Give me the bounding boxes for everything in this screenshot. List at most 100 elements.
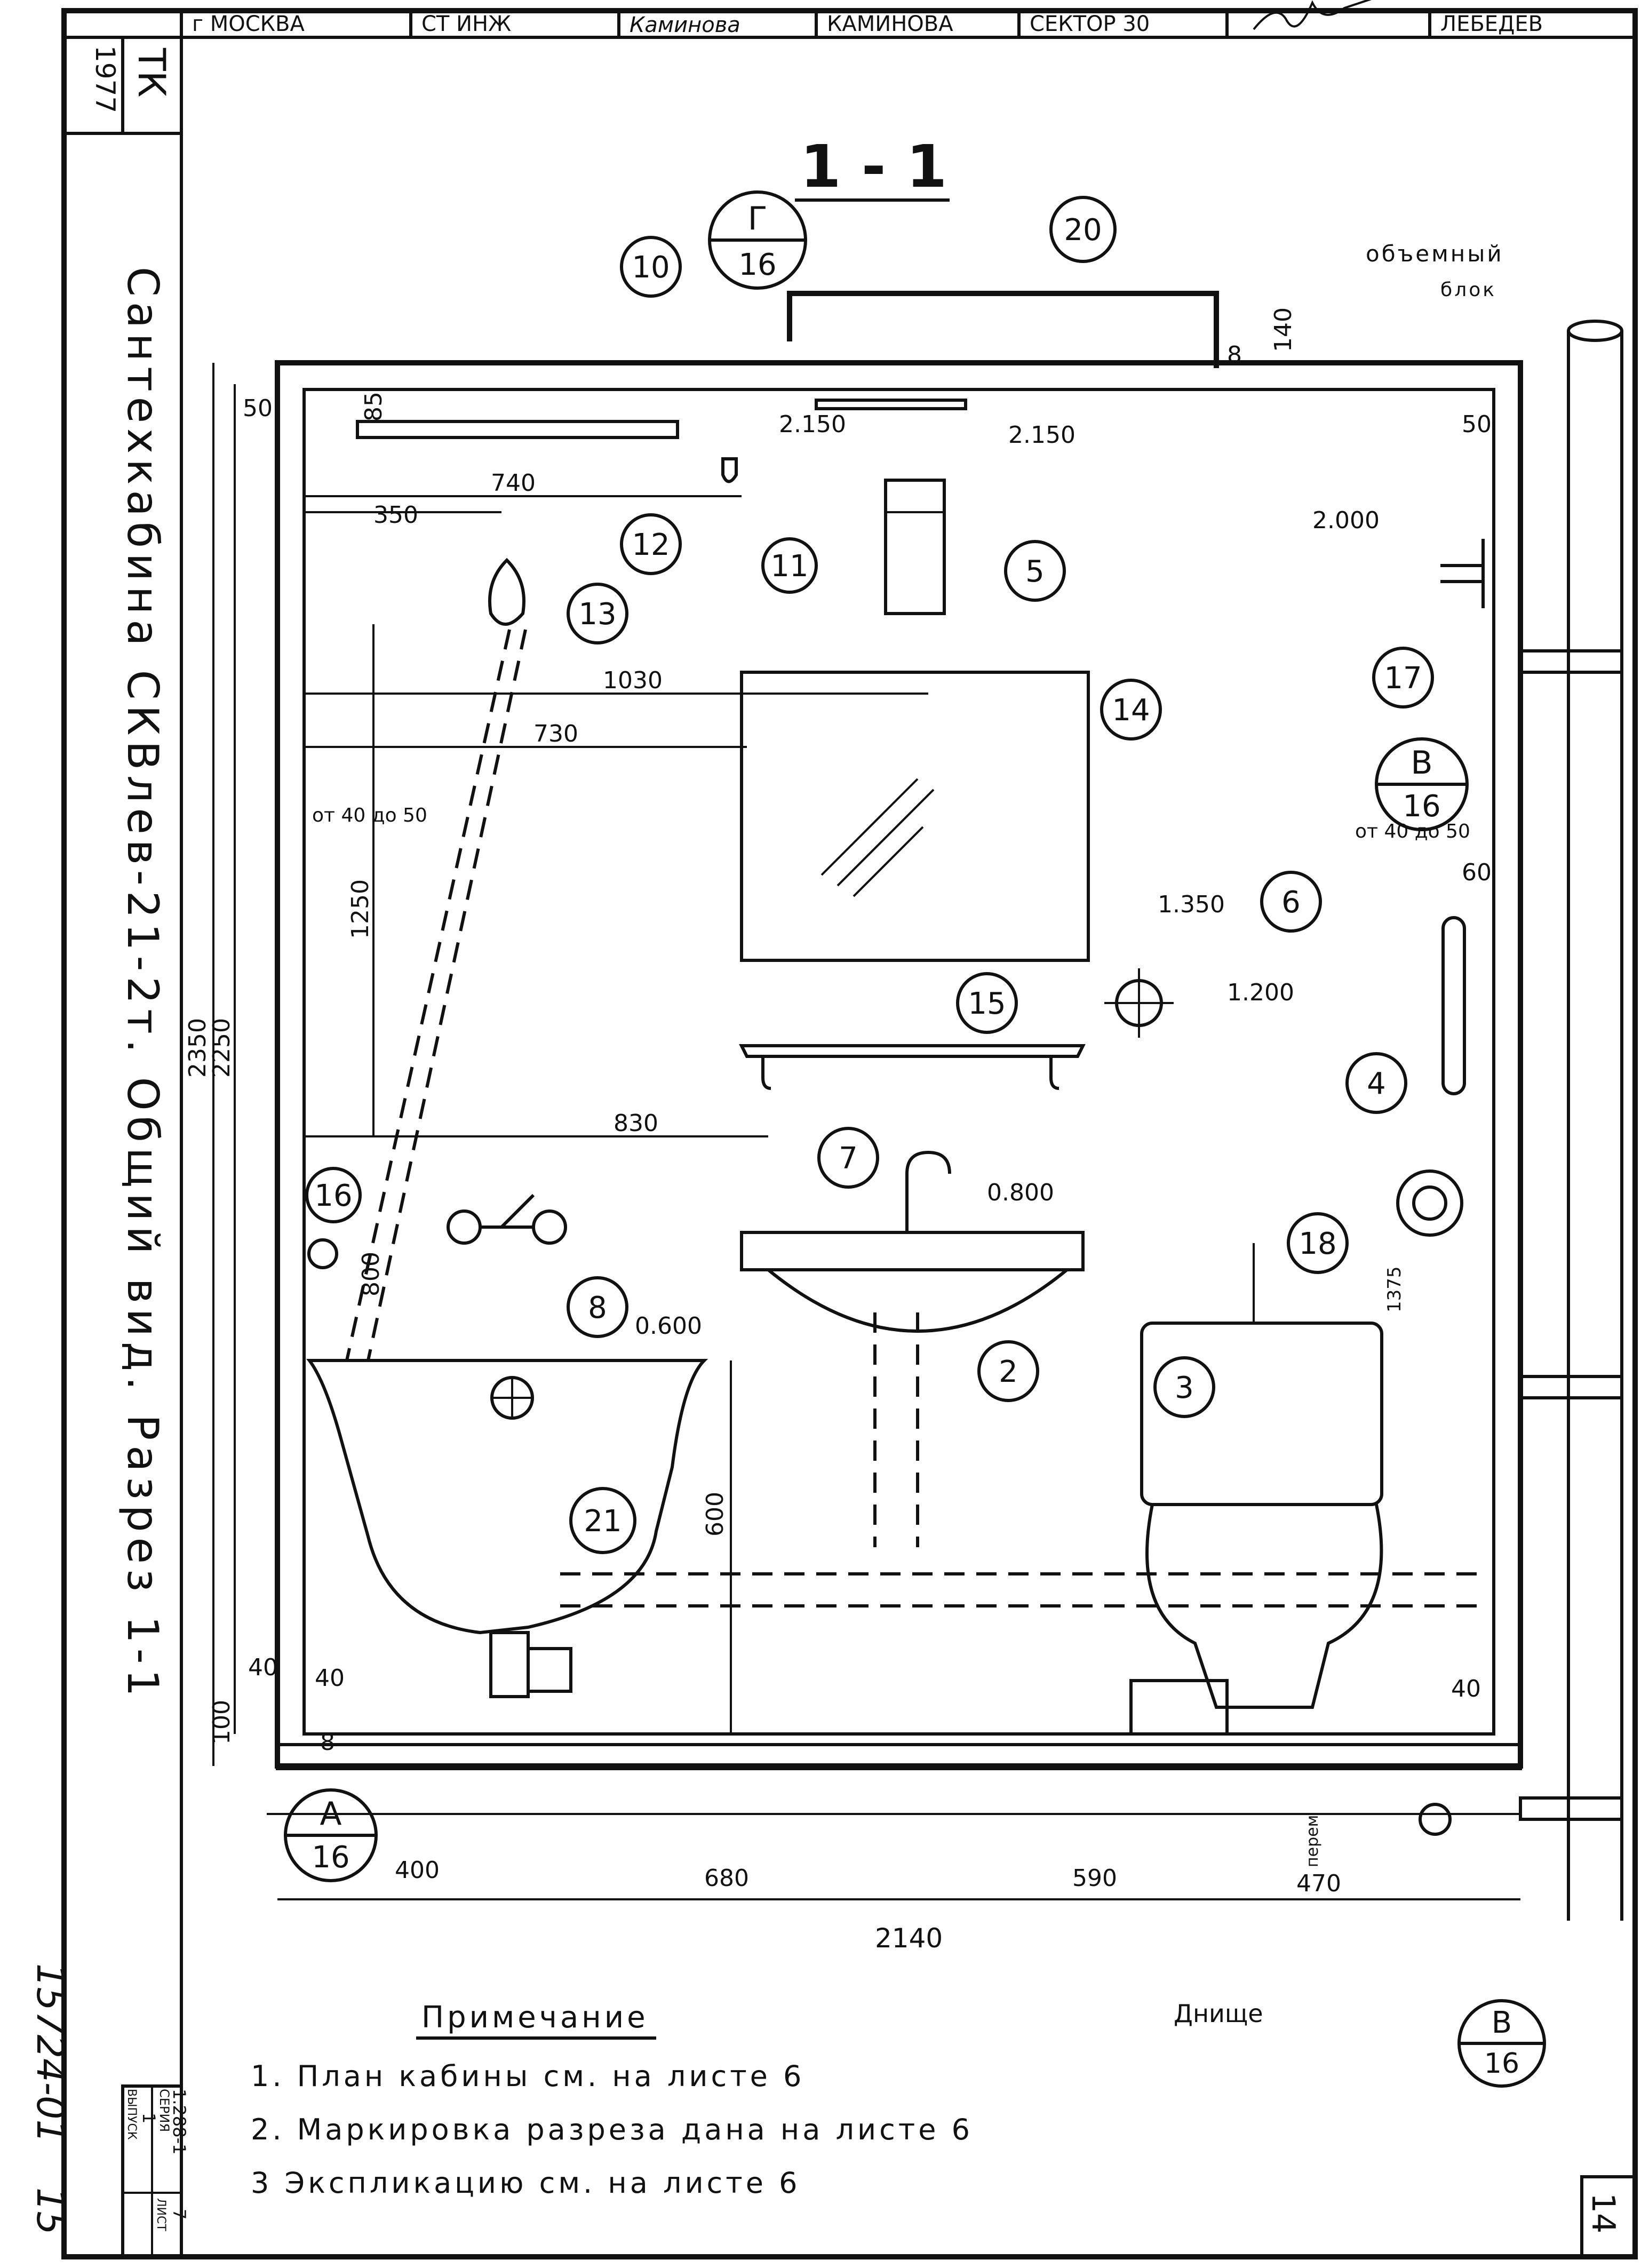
dim-600: 600 xyxy=(702,1492,729,1537)
left-strip: 1977 ТК Сантехкабина СКВлев-21-2т. Общий… xyxy=(28,37,189,2258)
dim-60: 60 xyxy=(1462,859,1492,886)
callout-3: 3 xyxy=(1175,1371,1194,1405)
dim-8-top: 8 xyxy=(1227,341,1242,369)
note-2: 2. Маркировка разреза дана на листе 6 xyxy=(251,2113,973,2146)
dim-2140: 2140 xyxy=(875,1923,943,1954)
note-3: 3 Экспликацию см. на листе 6 xyxy=(251,2166,800,2200)
pipe-clamp-1 xyxy=(1519,649,1623,674)
dim-740: 740 xyxy=(491,469,536,497)
drain-pipes xyxy=(560,1572,1483,1608)
archive-number: 15724-01 xyxy=(28,1963,72,2143)
side-title: Сантехкабина СКВлев-21-2т. Общий вид. Ра… xyxy=(118,267,168,1702)
dim-1375: 1375 xyxy=(1384,1266,1405,1312)
callout-7: 8 xyxy=(588,1291,607,1325)
dim-1250: 1250 xyxy=(347,879,374,939)
medicine-cabinet-5 xyxy=(884,479,946,615)
outer-wall xyxy=(275,360,1523,1769)
dim-140: 140 xyxy=(1270,307,1297,352)
title-city: г МОСКВА xyxy=(192,12,305,36)
floor-slab xyxy=(276,1743,1522,1770)
callout-21: 21 xyxy=(584,1504,622,1539)
label-bottom: Днище xyxy=(1174,1999,1263,2028)
shower-holder-16 xyxy=(307,1238,338,1269)
sheet-frame xyxy=(61,8,1638,2259)
series-value: 1.288-1 xyxy=(169,2089,189,2155)
note-1: 1. План кабины см. на листе 6 xyxy=(251,2059,804,2093)
org-label: ТК xyxy=(130,47,173,97)
dim-680: 680 xyxy=(704,1865,749,1892)
mark-2150-a: 2.150 xyxy=(779,411,846,438)
dim-2250: 2250 xyxy=(208,1018,235,1078)
dim-470: 470 xyxy=(1296,1870,1341,1897)
washbasin-2 xyxy=(740,1150,1085,1547)
callout-6: 6 xyxy=(1281,885,1301,920)
glass-shelf-15 xyxy=(739,1044,1086,1058)
ceiling-detail-10 xyxy=(815,399,967,410)
issue-value: 1 xyxy=(139,2113,159,2123)
mirror-14 xyxy=(740,671,1090,962)
title-block-top: г МОСКВА СТ ИНЖ Каминова КАМИНОВА СЕКТОР… xyxy=(192,0,1543,37)
section-title: 1 - 1 xyxy=(800,132,947,201)
dim-2350: 2350 xyxy=(184,1018,211,1078)
label-perem: перем xyxy=(1303,1815,1322,1867)
callout-12: 12 xyxy=(632,528,670,562)
ref-v2-letter: В xyxy=(1492,2006,1512,2040)
section-refs: Г 16 В 16 А 16 В 16 xyxy=(284,190,1546,2088)
dim-590: 590 xyxy=(1072,1865,1117,1892)
dim-40-left: 40 xyxy=(248,1654,278,1681)
grab-bar-4 xyxy=(1441,916,1466,1095)
mark-1200: 1.200 xyxy=(1227,979,1294,1006)
mirror-glare xyxy=(820,778,935,897)
riser-pipe xyxy=(1519,320,1623,1921)
dim-40-right: 40 xyxy=(1451,1675,1481,1702)
title-role: СТ ИНЖ xyxy=(421,12,511,36)
bath-mixer-7 xyxy=(447,1193,567,1245)
hook-11 xyxy=(721,457,738,483)
callout-8: 7 xyxy=(839,1141,858,1176)
callout-20: 20 xyxy=(1064,213,1102,248)
chief-signature-scribble xyxy=(1253,0,1372,30)
callouts: 10 20 12 11 5 13 17 14 6 15 4 7 16 18 8 … xyxy=(305,196,1434,1554)
toilet-cistern xyxy=(1140,1322,1383,1506)
callout-4: 4 xyxy=(1367,1067,1386,1101)
callout-2: 2 xyxy=(999,1355,1018,1389)
roof-element-20 xyxy=(787,291,1219,368)
shelf-12 xyxy=(356,420,679,439)
pipe-clamp-3 xyxy=(1519,1796,1623,1821)
mark-0600: 0.600 xyxy=(635,1312,702,1340)
dim-50-right: 50 xyxy=(1462,411,1492,438)
callout-10: 10 xyxy=(632,250,670,285)
callout-17: 17 xyxy=(1384,661,1422,696)
ref-v-sheet: 16 xyxy=(1403,789,1440,824)
notes-heading: Примечание xyxy=(421,2000,649,2035)
series-label: СЕРИЯ xyxy=(157,2089,172,2132)
page-number-box: 14 xyxy=(1580,2175,1637,2258)
year-label: 1977 xyxy=(90,45,121,113)
callout-13: 13 xyxy=(578,597,616,632)
sheet-label: ЛИСТ xyxy=(154,2198,168,2231)
ref-v-letter: В xyxy=(1411,744,1432,782)
inner-wall xyxy=(302,388,1495,1736)
title-engineer: КАМИНОВА xyxy=(827,12,953,36)
dim-730: 730 xyxy=(533,720,578,747)
faucet-8 xyxy=(905,1150,951,1232)
toilet-bowl xyxy=(1145,1504,1383,1709)
bathtub-21 xyxy=(306,1359,708,1698)
dim-85: 85 xyxy=(360,392,387,421)
callout-16: 16 xyxy=(314,1179,352,1213)
ref-g-letter: Г xyxy=(748,200,768,237)
mark-2000: 2.000 xyxy=(1312,507,1380,534)
dim-350: 350 xyxy=(373,502,418,529)
dim-8-left: 8 xyxy=(320,1729,335,1756)
dim-800: 800 xyxy=(357,1252,385,1296)
archive-page: 15 xyxy=(28,2187,72,2235)
ref-v2-sheet: 16 xyxy=(1484,2048,1519,2080)
dim-830: 830 xyxy=(614,1110,658,1137)
paper-holder-18 xyxy=(1396,1169,1463,1237)
dim-400: 400 xyxy=(395,1857,440,1884)
pipe-clamp-2 xyxy=(1519,1375,1623,1399)
toilet-3 xyxy=(1129,1322,1383,1736)
callout-11: 11 xyxy=(770,549,808,584)
